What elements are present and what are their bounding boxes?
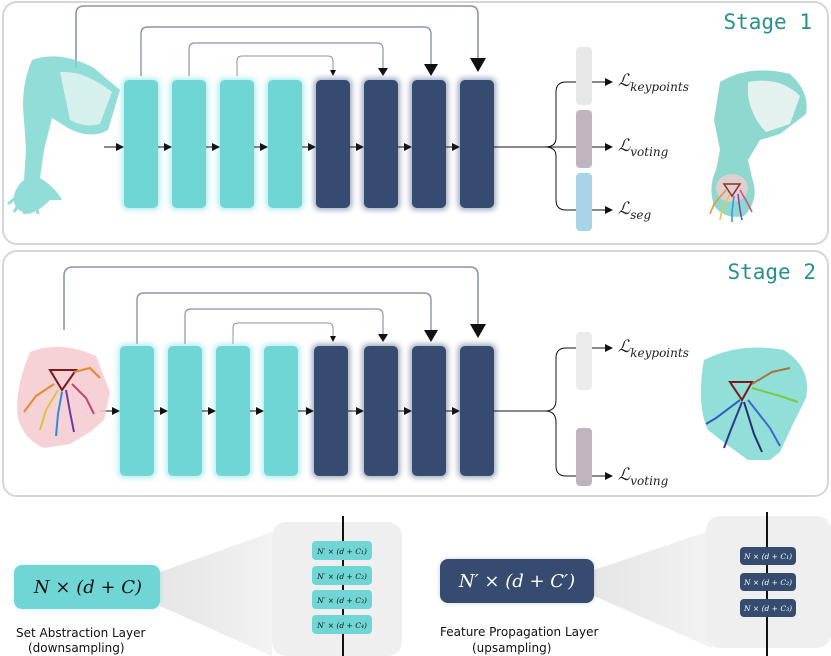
legend-set-abstraction (14, 516, 402, 656)
s2-fp-block-4 (460, 346, 494, 476)
s2-sa-block-4 (264, 346, 298, 476)
sa-stack-item-3: N′ × (d + C₃) (316, 596, 367, 605)
sa-stack-item-4: N′ × (d + C₄) (316, 621, 367, 630)
s1-loss-seg-sub: seg (630, 208, 651, 222)
s1-sa-block-3 (220, 80, 254, 208)
sa-legend-label-1: Set Abstraction Layer (16, 626, 146, 640)
fp-legend-label-1: Feature Propagation Layer (440, 625, 598, 639)
s1-loss-seg-bar (576, 173, 592, 231)
s2-fp-block-3 (412, 346, 446, 476)
stage2-network (17, 266, 808, 486)
fp-legend-block (440, 559, 594, 603)
s1-loss-keypoints-label: ℒkeypoints (618, 71, 689, 94)
stage1-network (7, 5, 807, 231)
s1-fp-block-3 (412, 80, 446, 208)
s1-loss-voting-main: ℒ (618, 136, 631, 156)
fp-stack-item-3: N × (d + C₃) (743, 604, 792, 613)
stage1-title: Stage 1 (723, 10, 812, 34)
sa-stack-item-1: N′ × (d + C₁) (316, 547, 367, 556)
s2-loss-voting-sub: voting (630, 474, 668, 488)
s1-output-arm-pointcloud (709, 70, 807, 222)
s2-loss-voting-main: ℒ (618, 465, 631, 485)
s2-loss-keypoints-main: ℒ (618, 337, 631, 357)
sa-legend-block (14, 565, 160, 609)
legend-feature-propagation (440, 512, 831, 656)
s1-fp-block-1 (316, 80, 350, 208)
s1-loss-voting-bar (576, 110, 592, 168)
s2-fp-block-1 (314, 346, 348, 476)
s1-loss-voting-sub: voting (630, 145, 668, 159)
sa-legend-formula: N × (d + C) (33, 577, 142, 598)
s2-sa-block-2 (168, 346, 202, 476)
s2-sa-block-1 (120, 346, 154, 476)
fp-stack-item-2: N × (d + C₂) (743, 578, 792, 587)
s2-loss-voting-bar (576, 428, 592, 486)
s1-sa-block-4 (268, 80, 302, 208)
fp-legend-label-2: (upsampling) (472, 641, 551, 655)
s1-loss-keypoints-bar (576, 47, 592, 105)
s1-loss-seg-main: ℒ (618, 199, 631, 219)
s2-loss-keypoints-bar (576, 332, 592, 390)
s1-loss-seg-label: ℒseg (618, 199, 652, 222)
s2-loss-keypoints-label: ℒkeypoints (618, 337, 689, 360)
s2-loss-voting-label: ℒvoting (618, 465, 669, 488)
fp-stack-item-1: N × (d + C₁) (743, 552, 792, 561)
s1-fp-block-4 (460, 80, 494, 208)
s1-sa-block-1 (124, 80, 158, 208)
sa-stack-item-2: N′ × (d + C₂) (316, 572, 367, 581)
s1-input-arm-pointcloud (7, 56, 120, 215)
s1-sa-block-2 (172, 80, 206, 208)
s1-loss-voting-label: ℒvoting (618, 136, 669, 159)
s1-loss-keypoints-sub: keypoints (630, 80, 689, 94)
s2-input-hand-pointcloud (17, 346, 111, 448)
s2-output-hand-pointcloud (700, 347, 808, 460)
fp-legend-formula: N′ × (d + C′) (458, 571, 575, 592)
s1-fp-block-2 (364, 80, 398, 208)
s2-fp-block-2 (364, 346, 398, 476)
stage2-title: Stage 2 (727, 260, 816, 284)
s2-sa-block-3 (216, 346, 250, 476)
s2-loss-keypoints-sub: keypoints (630, 346, 689, 360)
s1-loss-keypoints-main: ℒ (618, 71, 631, 91)
sa-legend-label-2: (downsampling) (28, 641, 125, 655)
